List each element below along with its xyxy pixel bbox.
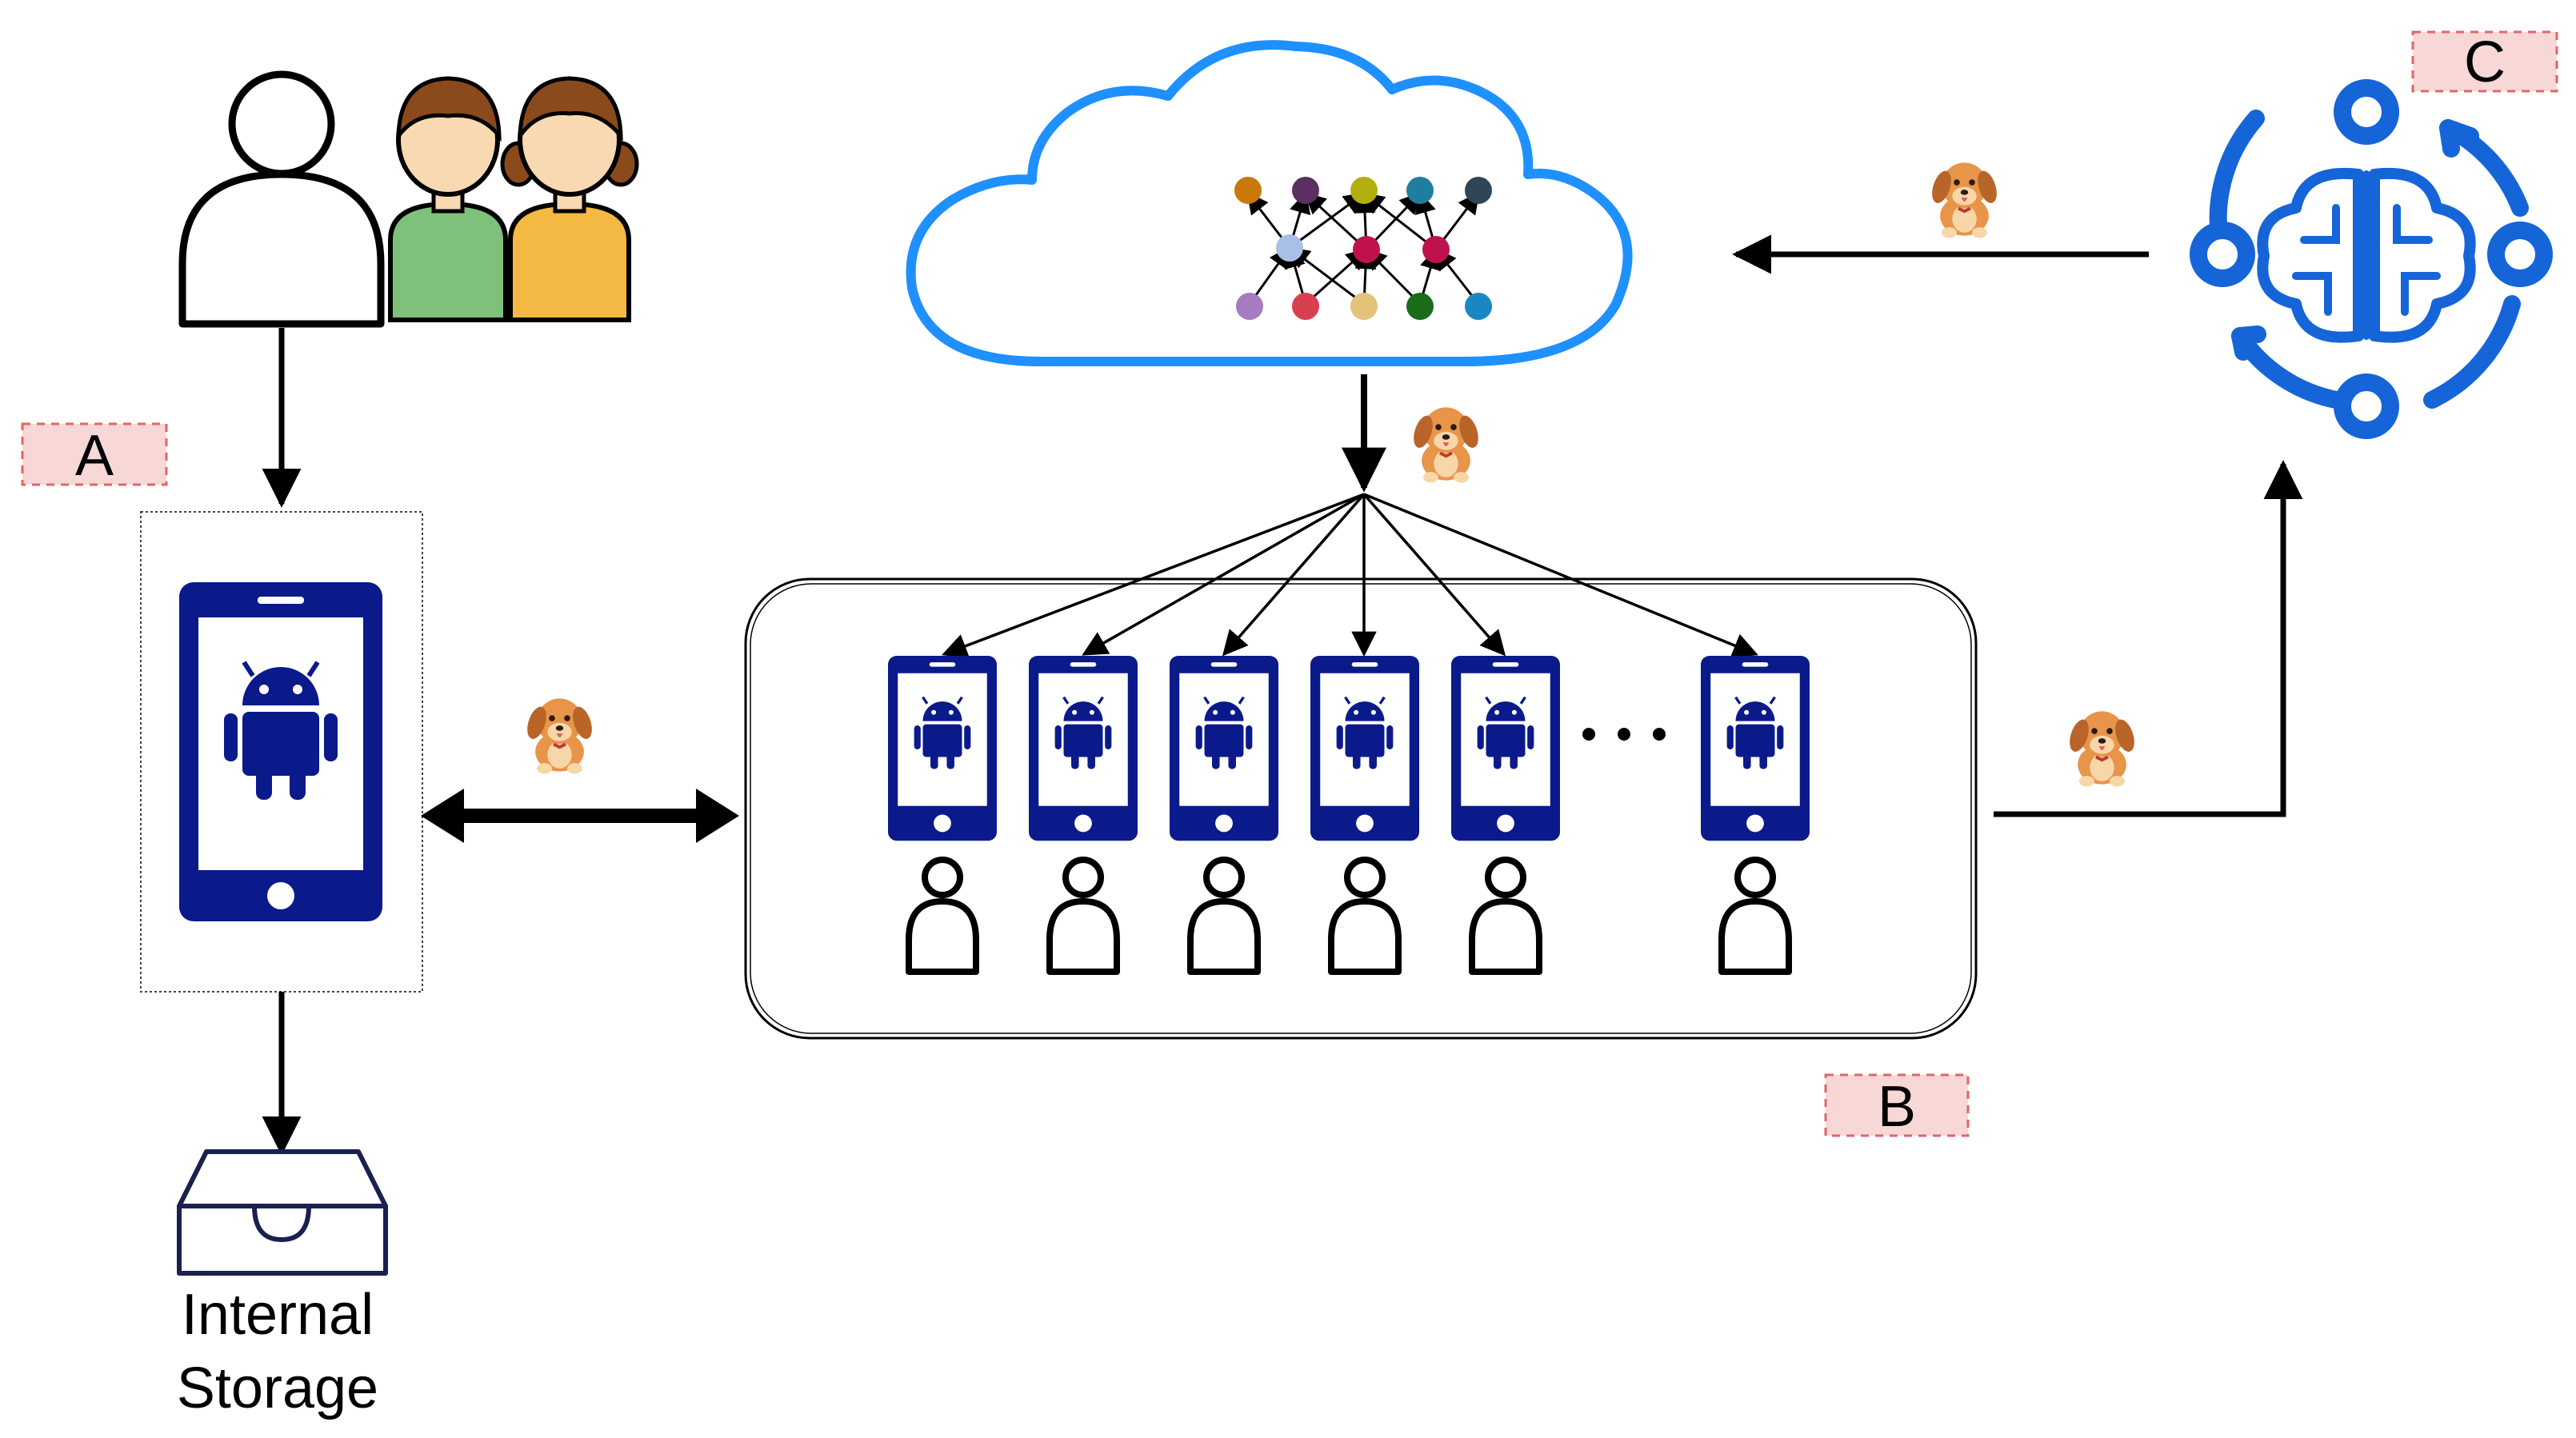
fan-out-arrows <box>942 493 1758 658</box>
storage-label-line1: Internal <box>182 1283 374 1347</box>
brain-cycle-icon <box>2190 79 2553 439</box>
child-boy-icon <box>388 76 508 322</box>
android-phone-icon <box>179 582 382 921</box>
person-icon <box>1331 860 1398 972</box>
android-phone-icon <box>1027 654 1139 842</box>
client-group-box <box>744 577 1978 1040</box>
person-icon <box>1722 860 1789 972</box>
person-icon <box>1050 860 1117 972</box>
storage-label-line2: Storage <box>177 1356 378 1420</box>
adult-person-icon <box>178 70 385 328</box>
dog-icon <box>522 697 598 776</box>
tag-b-label: B <box>1878 1075 1916 1139</box>
person-icon <box>1472 860 1539 972</box>
dog-icon <box>2064 709 2140 789</box>
cloud-icon <box>906 40 1633 366</box>
local-device-box <box>140 511 423 993</box>
users-icon <box>178 70 639 328</box>
tag-b: B <box>1824 1073 1970 1139</box>
tag-a: A <box>21 422 168 488</box>
android-phone-icon <box>1168 654 1280 842</box>
tag-c: C <box>2411 30 2558 94</box>
dog-icon <box>1926 161 2002 240</box>
neural-network-icon <box>1234 177 1492 320</box>
android-phone-icon <box>1309 654 1421 842</box>
android-phone-icon <box>886 654 998 842</box>
dog-icon <box>1408 405 1484 485</box>
child-girl-icon <box>500 76 639 322</box>
person-icon <box>909 860 976 972</box>
storage-tray-icon <box>177 1149 388 1276</box>
android-phone-icon <box>1450 654 1562 842</box>
tag-c-label: C <box>2464 30 2506 94</box>
arrow-group-to-aggregator <box>1994 460 2303 817</box>
android-phone-icon <box>1699 654 1811 842</box>
arrow-device-to-group-bidirectional <box>421 789 739 843</box>
person-icon <box>1190 860 1258 972</box>
tag-a-label: A <box>75 424 114 488</box>
ellipsis-icon <box>1582 728 1666 741</box>
